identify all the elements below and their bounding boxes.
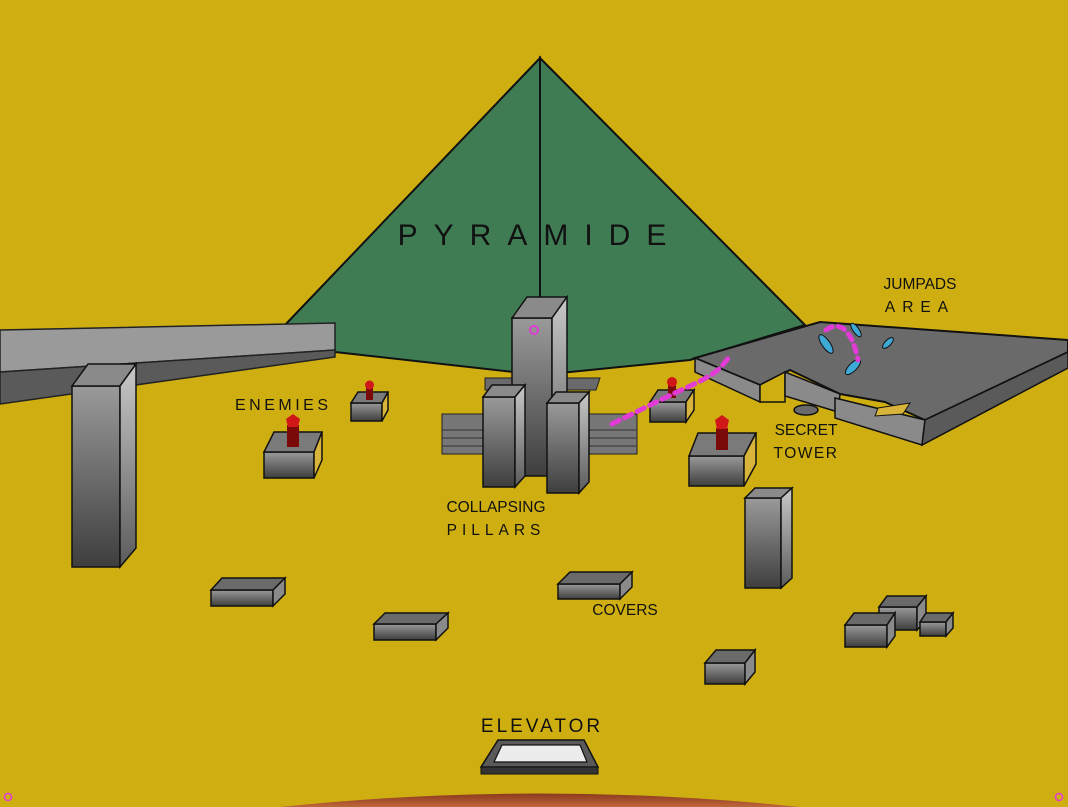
- tall-pillar: [743, 486, 794, 590]
- corner-marker: [3, 792, 13, 802]
- corner-marker: [1054, 792, 1064, 802]
- cover-block: [918, 610, 955, 638]
- jumpad-icon: [818, 322, 894, 376]
- route-marker: [609, 353, 733, 427]
- lower-floor-edge: [280, 793, 800, 807]
- collapsing-pillar: [545, 390, 591, 495]
- cover-block: [556, 570, 634, 601]
- cover-block: [209, 576, 287, 608]
- elevator-label: ELEVATOR: [481, 716, 603, 737]
- enemy-platform: [349, 380, 390, 422]
- enemy-platform: [648, 377, 696, 425]
- jumpads-area-label: AREA: [885, 299, 955, 316]
- cover-block: [703, 647, 757, 687]
- secret-tower-hatch: [793, 404, 819, 416]
- cover-block: [372, 611, 450, 642]
- cover-block: [843, 610, 897, 650]
- secret-tower-label: SECRET: [775, 422, 838, 439]
- collapsing-pillars-label: COLLAPSING: [446, 499, 545, 516]
- covers-label: COVERS: [592, 602, 657, 619]
- jumpads-area-label: JUMPADS: [884, 276, 957, 293]
- pyramid-title: PYRAMIDE: [398, 219, 683, 252]
- tall-pillar: [70, 361, 138, 570]
- collapsing-pillars-label: PILLARS: [447, 522, 546, 539]
- elevator-pad: [479, 739, 600, 775]
- enemy-platform: [687, 415, 758, 487]
- enemies-label: ENEMIES: [235, 397, 332, 414]
- enemy-platform: [262, 414, 324, 479]
- collapsing-pillar: [481, 382, 527, 489]
- secret-tower-label: TOWER: [774, 445, 839, 462]
- jumpads-area-platform: [691, 320, 1068, 447]
- jump-route-marker: [823, 323, 861, 363]
